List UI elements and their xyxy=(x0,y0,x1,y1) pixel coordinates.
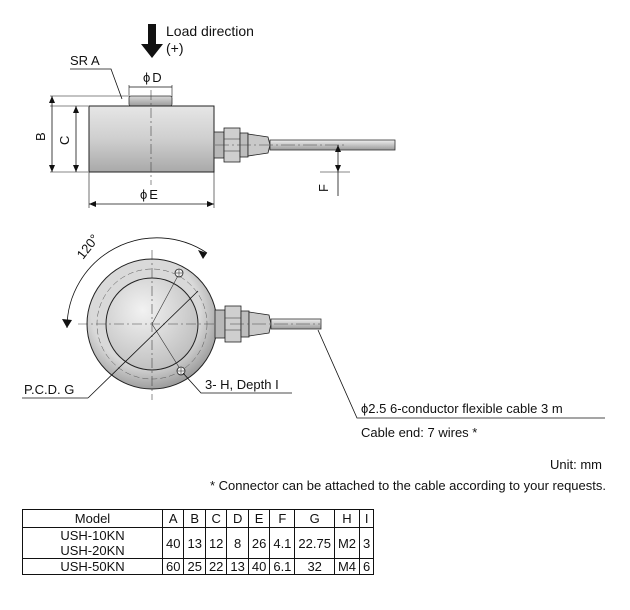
table-cell: 6 xyxy=(359,558,375,575)
table-header: E xyxy=(247,509,271,528)
angle-label: 120° xyxy=(74,231,102,261)
hole-guide-line xyxy=(151,323,183,373)
table-cell: 40 xyxy=(161,527,185,559)
table-header: I xyxy=(359,509,375,528)
load-direction-label: Load direction xyxy=(166,23,254,39)
cable-end-label: Cable end: 7 wires * xyxy=(361,425,477,440)
table-cell: 22.75 xyxy=(294,527,335,559)
table-header: Model xyxy=(22,509,163,528)
table-cell: 4.1 xyxy=(269,527,296,559)
table-cell: M4 xyxy=(333,558,361,575)
holes-leader xyxy=(182,372,292,394)
connector-note: * Connector can be attached to the cable… xyxy=(209,478,606,493)
table-row: USH-50KN 60 25 22 13 40 6.1 32 M4 6 xyxy=(22,558,375,575)
load-sign-label: (+) xyxy=(166,40,184,56)
cable-leader xyxy=(317,329,605,419)
sr-leader xyxy=(70,68,123,100)
table-cell: 25 xyxy=(183,558,206,575)
table-cell: 13 xyxy=(226,558,249,575)
table-cell: 22 xyxy=(204,558,228,575)
load-arrow-icon xyxy=(141,24,163,58)
table-header: G xyxy=(294,509,335,528)
table-cell-model: USH-50KN xyxy=(22,558,163,575)
pcd-label: P.C.D. G xyxy=(24,382,74,397)
table-header-row: Model A B C D E F G H I xyxy=(22,509,375,528)
table-cell: M2 xyxy=(333,527,361,559)
sensor-body xyxy=(88,105,215,173)
holes-label: 3- H, Depth I xyxy=(205,377,279,392)
table-header: B xyxy=(183,509,206,528)
dim-f-label: F xyxy=(316,184,331,192)
dim-c-label: C xyxy=(57,136,72,145)
mounting-hole-icon xyxy=(174,268,184,278)
table-cell: 12 xyxy=(204,527,228,559)
table-header: F xyxy=(269,509,296,528)
table-header: H xyxy=(333,509,361,528)
table-cell: 60 xyxy=(161,558,185,575)
top-view: 120° xyxy=(22,231,605,440)
unit-note: Unit: mm xyxy=(550,457,602,472)
table-header: A xyxy=(161,509,185,528)
pcd-leader xyxy=(87,290,199,399)
dim-b-label: B xyxy=(33,132,48,141)
angle-arc xyxy=(66,237,208,329)
table-cell: 26 xyxy=(247,527,271,559)
hole-guide-line xyxy=(151,271,181,325)
table-cell: 40 xyxy=(247,558,271,575)
sr-label: SR A xyxy=(70,53,100,68)
table-cell: 3 xyxy=(359,527,375,559)
table-cell: 32 xyxy=(294,558,335,575)
table-cell: 13 xyxy=(183,527,206,559)
cable-label: ϕ2.5 6-conductor flexible cable 3 m xyxy=(361,401,563,416)
table-header: D xyxy=(226,509,249,528)
table-header: C xyxy=(204,509,228,528)
table-cell: 6.1 xyxy=(269,558,296,575)
load-button xyxy=(128,95,173,107)
table-cell: 8 xyxy=(226,527,249,559)
